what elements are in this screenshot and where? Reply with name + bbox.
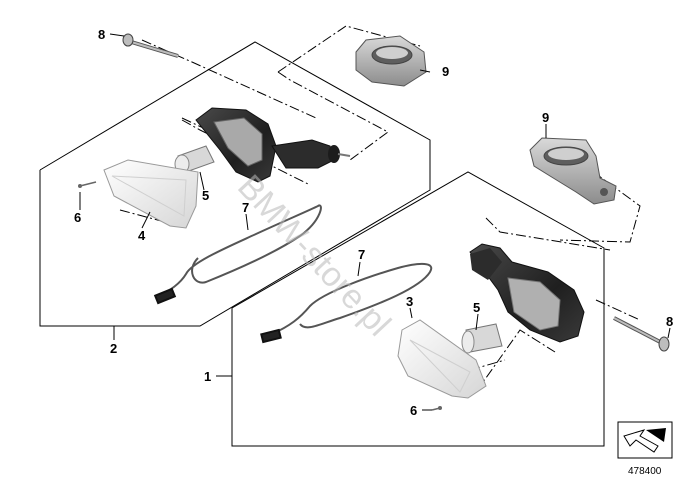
leader-lines: [79, 33, 671, 411]
assembly-frame-2: [39, 41, 431, 327]
bracket-9-right: [529, 137, 617, 205]
callout-5-left: 5: [202, 188, 209, 203]
cable-7-left: [153, 204, 322, 305]
callout-6-right: 6: [410, 403, 417, 418]
callout-1: 1: [204, 369, 211, 384]
assembly-frame-1: [231, 171, 605, 447]
reference-box: 478400: [617, 421, 673, 477]
cable-7-right: [260, 262, 433, 344]
callout-3: 3: [406, 294, 413, 309]
callout-8-right: 8: [666, 314, 673, 329]
reference-number: 478400: [628, 466, 662, 477]
callout-8-top: 8: [98, 27, 105, 42]
lens-3: [397, 319, 487, 399]
bolt-8-top: [122, 33, 179, 58]
callout-9-top: 9: [442, 64, 449, 79]
arrow-icon: [623, 428, 666, 453]
callout-2: 2: [110, 341, 117, 356]
callout-4: 4: [138, 228, 146, 243]
indicator-housing-top: [195, 107, 351, 183]
callout-7-left: 7: [242, 200, 249, 215]
indicator-housing-bottom: [469, 243, 585, 343]
callout-6-left: 6: [74, 210, 81, 225]
screw-6-left: [78, 181, 97, 188]
lens-4: [103, 159, 199, 229]
callout-labels: 8 9 9 5 6 4 7 2 7 3 5 8 1 6: [74, 27, 673, 418]
callout-9-right: 9: [542, 110, 549, 125]
bracket-9-top: [355, 35, 427, 87]
screw-6-right: [431, 406, 442, 411]
callout-5-right: 5: [473, 300, 480, 315]
callout-7-right: 7: [358, 247, 365, 262]
bulb-5-bottom: [461, 323, 503, 354]
bolt-8-right: [613, 316, 670, 352]
watermark: BMW-store.pl: [230, 168, 398, 344]
